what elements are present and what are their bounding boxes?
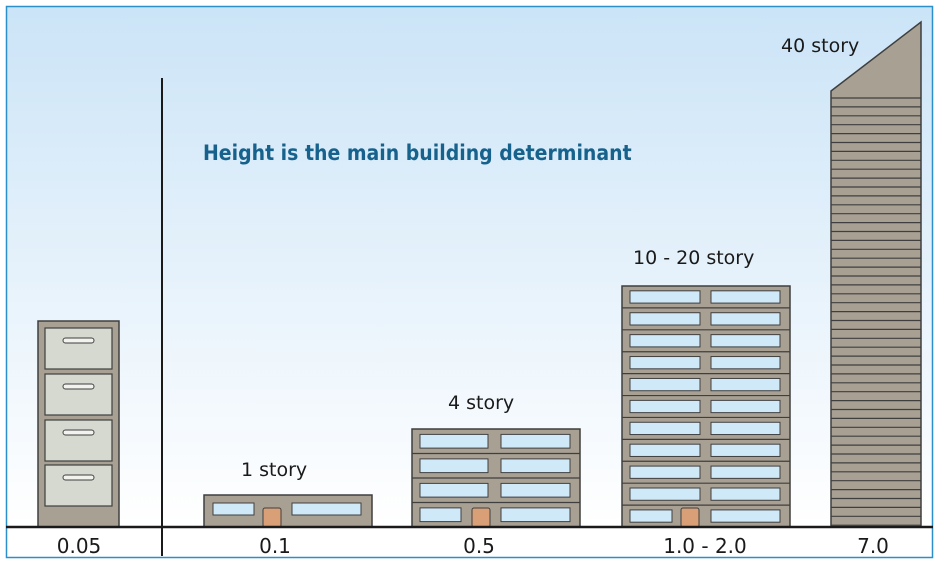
door-icon	[262, 507, 282, 528]
door-icon	[471, 507, 491, 528]
mid-rise-building-icon	[621, 285, 791, 528]
window	[500, 482, 571, 498]
window	[629, 312, 701, 326]
value-mid-rise: 1.0 - 2.0	[663, 534, 747, 558]
diagram-frame	[5, 5, 934, 559]
window	[710, 356, 781, 370]
window	[629, 465, 701, 479]
drawer-handle-icon	[62, 337, 95, 344]
window	[710, 465, 781, 479]
window	[629, 377, 701, 392]
window	[629, 487, 701, 501]
four-story-label: 4 story	[448, 392, 514, 414]
window	[629, 290, 701, 304]
window	[419, 433, 489, 449]
value-four-story: 0.5	[463, 534, 495, 558]
window	[710, 377, 781, 392]
skyscraper-icon	[830, 20, 922, 528]
window	[629, 399, 701, 414]
window	[710, 509, 781, 523]
four-story-building-icon	[411, 428, 581, 528]
drawer-handle-icon	[62, 474, 95, 481]
window	[212, 502, 255, 516]
window	[710, 487, 781, 501]
one-story-building-icon	[203, 494, 373, 528]
window	[500, 433, 571, 449]
drawer-handle-icon	[62, 429, 95, 436]
window	[500, 458, 571, 474]
mid-rise-label: 10 - 20 story	[633, 247, 754, 269]
window	[710, 421, 781, 436]
window	[419, 458, 489, 474]
window	[710, 312, 781, 326]
window	[419, 507, 462, 523]
window	[629, 421, 701, 436]
window	[710, 290, 781, 304]
window	[710, 443, 781, 457]
door-icon	[680, 507, 700, 528]
window	[629, 334, 701, 348]
window	[710, 334, 781, 348]
one-story-label: 1 story	[241, 459, 307, 481]
window	[500, 507, 571, 523]
cabinet-drawer	[44, 464, 113, 507]
value-skyscraper: 7.0	[857, 534, 889, 558]
window	[629, 356, 701, 370]
cabinet-drawer	[44, 327, 113, 370]
value-one-story: 0.1	[259, 534, 291, 558]
window	[419, 482, 489, 498]
diagram-title: Height is the main building determinant	[203, 141, 632, 165]
drawer-handle-icon	[62, 383, 95, 390]
value-cabinet: 0.05	[57, 534, 102, 558]
cabinet-drawer	[44, 419, 113, 462]
window	[629, 509, 673, 523]
file-cabinet-icon	[37, 320, 120, 528]
window	[710, 399, 781, 414]
window	[629, 443, 701, 457]
cabinet-drawer	[44, 373, 113, 416]
window	[291, 502, 362, 516]
skyscraper-label: 40 story	[781, 35, 859, 57]
